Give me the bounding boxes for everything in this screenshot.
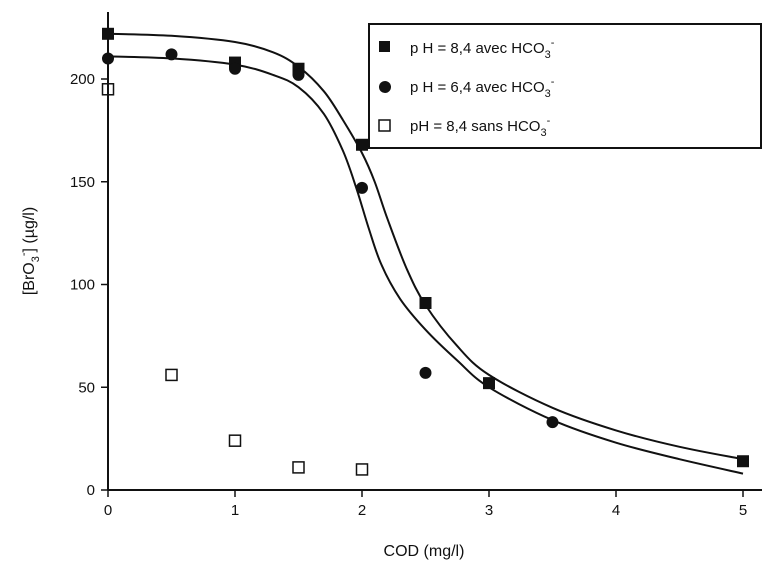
legend-marker-open-square [378, 119, 391, 132]
fit-curves [107, 32, 744, 475]
legend: p H = 8,4 avec HCO3- p H = 6,4 avec HCO3… [368, 23, 762, 149]
data-point-series-1 [546, 416, 559, 429]
legend-label-ph64-avec: p H = 6,4 avec HCO3- [410, 76, 555, 100]
data-point-series-1 [165, 48, 178, 61]
x-tick-label: 2 [358, 502, 366, 519]
fit-curve-series-1 [107, 55, 744, 475]
legend-label-ph84-avec: p H = 8,4 avec HCO3- [410, 37, 555, 61]
data-point-series-0 [483, 377, 495, 390]
x-tick-label: 0 [104, 502, 112, 519]
fit-curve-series-0 [107, 32, 744, 461]
x-tick-label: 4 [612, 502, 620, 519]
data-point-series-0 [356, 138, 368, 151]
y-tick-label: 0 [87, 482, 95, 499]
x-tick-label: 5 [739, 502, 747, 519]
legend-label-ph84-sans: pH = 8,4 sans HCO3- [410, 115, 551, 139]
y-tick-label: 50 [78, 379, 95, 396]
data-point-series-0 [737, 455, 749, 468]
y-tick-label: 100 [70, 277, 95, 294]
data-point-series-0 [229, 56, 241, 69]
legend-marker-filled-square [379, 41, 390, 52]
y-ticks: 0 50 100 150 200 [70, 71, 108, 499]
x-ticks: 0 1 2 3 4 5 [104, 490, 747, 519]
data-point-series-2 [165, 368, 178, 382]
data-point-series-1 [419, 366, 432, 379]
x-axis-label: COD (mg/l) [384, 543, 465, 560]
data-point-series-2 [355, 463, 369, 476]
axes [107, 12, 762, 491]
data-point-series-2 [292, 461, 305, 474]
data-point-series-1 [356, 181, 368, 194]
x-tick-label: 3 [485, 502, 493, 519]
data-point-series-2 [228, 434, 242, 447]
y-axis-label: [BrO3-] (µg/l) [18, 207, 42, 295]
data-point-series-1 [292, 68, 305, 81]
data-point-series-1 [229, 62, 241, 75]
y-tick-label: 200 [70, 71, 95, 88]
y-tick-label: 150 [70, 174, 95, 191]
data-point-series-0 [419, 296, 432, 309]
x-tick-label: 1 [231, 502, 239, 519]
legend-marker-filled-circle [379, 81, 391, 93]
legend-box [368, 23, 762, 149]
